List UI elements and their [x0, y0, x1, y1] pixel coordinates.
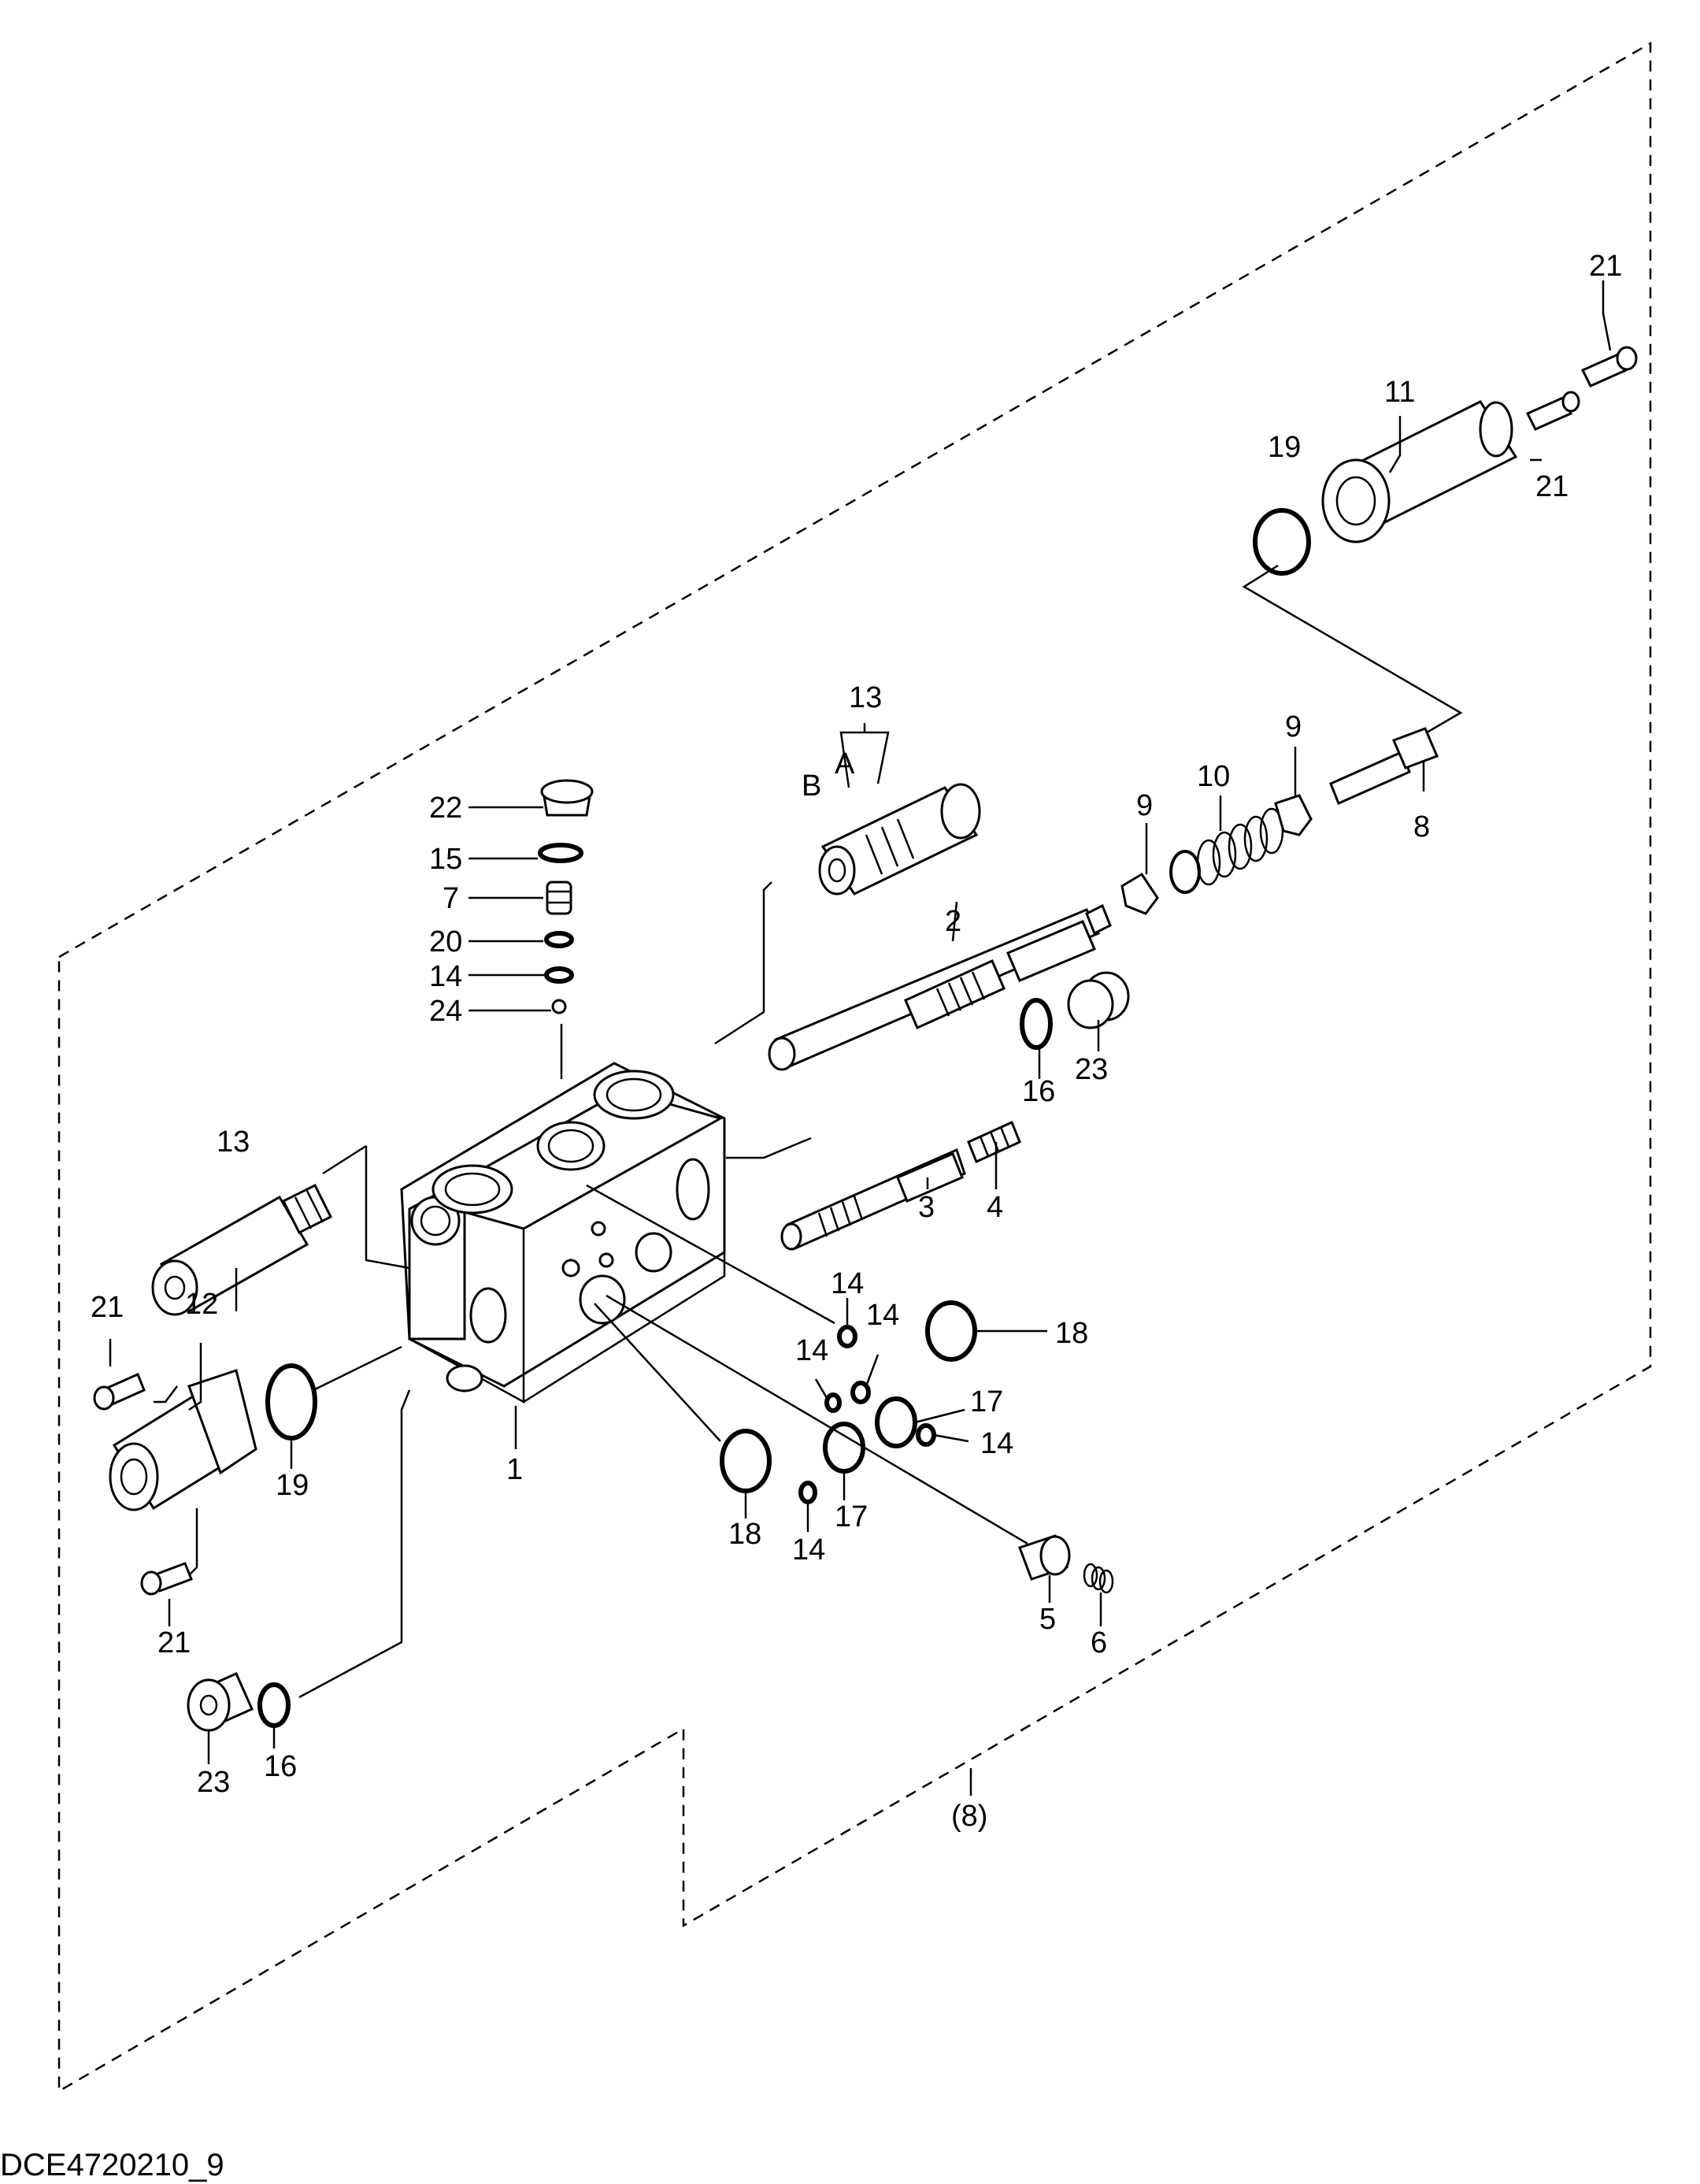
valve-body	[400, 1062, 726, 1404]
callout-14-c: 14	[795, 1334, 828, 1367]
spring-6	[1083, 1563, 1114, 1594]
callout-14-e: 14	[792, 1533, 825, 1567]
leader-lines	[109, 280, 1612, 1796]
o-ring-17-lower	[823, 1422, 865, 1474]
callout-10: 10	[1197, 760, 1230, 793]
cap-11	[1321, 400, 1518, 543]
callout-B: B	[802, 769, 821, 803]
callout-3: 3	[918, 1191, 935, 1224]
callout-19-left: 19	[276, 1469, 309, 1502]
bolt-21-left-1	[93, 1372, 146, 1411]
o-ring-19-right	[1253, 508, 1311, 576]
callout-14-b: 14	[866, 1299, 899, 1332]
callout-11: 11	[1384, 376, 1415, 409]
drawing-code: DCE4720210_9	[0, 2148, 224, 2182]
bolt-21-left-2	[140, 1562, 193, 1596]
callout-16-right: 16	[1022, 1075, 1055, 1108]
callout-2: 2	[945, 905, 961, 938]
callout-17-upper: 17	[970, 1385, 1003, 1418]
o-ring-15	[538, 843, 583, 863]
relief-valve-13-top	[818, 783, 981, 895]
ball-24	[551, 999, 567, 1014]
callout-17-lower: 17	[835, 1500, 868, 1533]
callout-19-right: 19	[1268, 431, 1301, 464]
bolt-21-top-2	[1525, 391, 1580, 431]
callout-A: A	[835, 747, 855, 781]
o-ring-14-d	[916, 1423, 936, 1447]
callout-21-left-top: 21	[91, 1291, 124, 1324]
o-ring-14-a	[837, 1325, 857, 1348]
o-ring-16-left	[257, 1682, 291, 1728]
callout-18-right: 18	[1055, 1317, 1088, 1350]
callout-14-stack: 14	[429, 960, 462, 993]
o-ring-18-right	[925, 1300, 977, 1362]
plug-22	[540, 779, 594, 817]
spring-4	[967, 1120, 1021, 1164]
assembly-boundary	[57, 41, 1652, 2093]
callout-23-right: 23	[1075, 1053, 1108, 1086]
callout-14-a: 14	[831, 1267, 864, 1300]
o-ring-14-b	[850, 1381, 871, 1404]
ring-20	[544, 931, 574, 948]
callout-15: 15	[429, 843, 462, 876]
plug-5	[1018, 1534, 1071, 1581]
callout-13-top: 13	[849, 681, 882, 714]
o-ring-17-upper	[875, 1396, 917, 1448]
callout-7: 7	[443, 882, 459, 915]
callout-6: 6	[1091, 1626, 1107, 1659]
callout-22: 22	[429, 792, 462, 825]
callout-9-left: 9	[1136, 789, 1153, 822]
spool-3	[780, 1148, 966, 1251]
callout-21-top-right: 21	[1589, 250, 1622, 283]
o-ring-19-left	[265, 1363, 317, 1441]
plug-23-right	[1020, 971, 1130, 1050]
callout-8: 8	[1413, 810, 1430, 844]
o-ring-18-left	[720, 1429, 772, 1493]
callout-20: 20	[429, 925, 462, 959]
o-ring-14-c	[824, 1392, 842, 1413]
callout-24: 24	[429, 995, 462, 1028]
callout-14-d: 14	[980, 1427, 1013, 1460]
main-spool	[768, 903, 1112, 1071]
callout-23-left: 23	[197, 1766, 230, 1799]
spring-10	[1169, 807, 1284, 894]
callout-13-left: 13	[217, 1125, 250, 1159]
seat-9-right	[1274, 794, 1313, 836]
callout-21-right: 21	[1535, 470, 1569, 503]
callout-18-left: 18	[728, 1518, 761, 1551]
callout-16-left: 16	[264, 1750, 297, 1783]
relief-valve-13-left	[151, 1183, 333, 1316]
callout-1: 1	[506, 1453, 523, 1486]
callout-9-right: 9	[1285, 710, 1302, 743]
bolt-21-top-1	[1580, 346, 1638, 387]
poppet-7	[546, 881, 572, 915]
bolt-8	[1329, 727, 1439, 806]
assembly-reference: (8)	[951, 1800, 987, 1833]
callout-12: 12	[185, 1288, 218, 1321]
seat-9-left	[1120, 872, 1159, 915]
callout-5: 5	[1039, 1603, 1056, 1636]
o-ring-14-e	[798, 1481, 817, 1504]
o-ring-14-stack	[544, 966, 574, 984]
plug-23-left	[187, 1672, 254, 1732]
callout-21-left-bottom: 21	[157, 1626, 191, 1659]
callout-4: 4	[987, 1191, 1003, 1224]
cap-12	[109, 1369, 257, 1511]
